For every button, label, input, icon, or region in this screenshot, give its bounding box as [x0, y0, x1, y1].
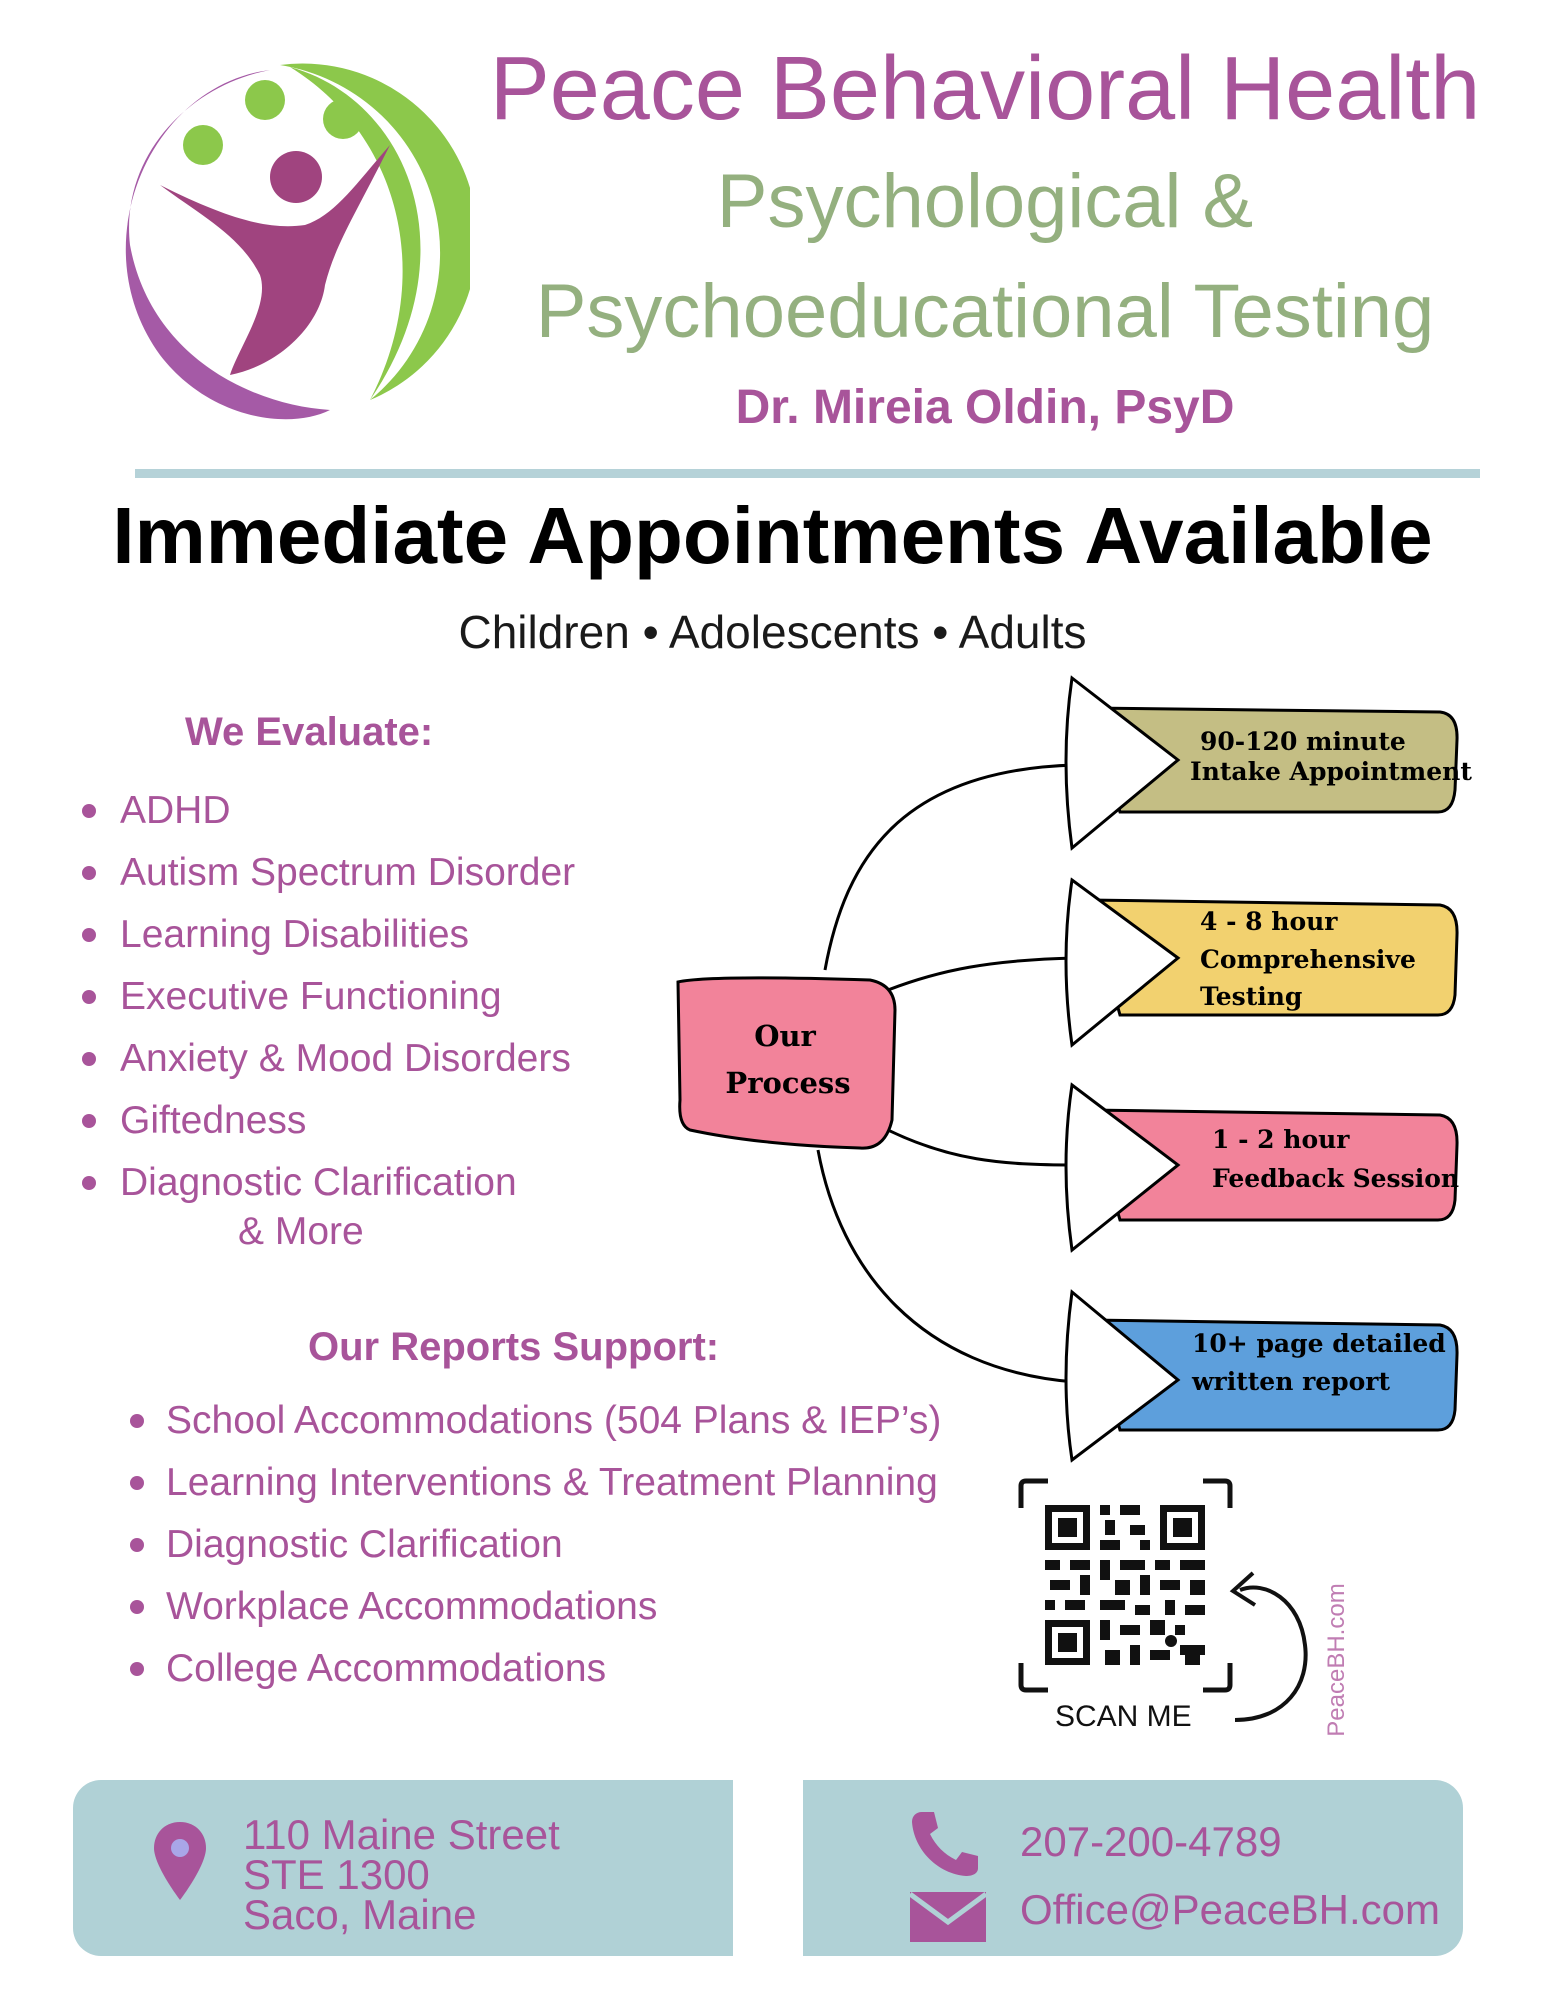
connector-line-1	[823, 763, 1076, 971]
website-vertical[interactable]: PeaceBH.com	[1323, 1583, 1350, 1737]
connector-line-2	[887, 956, 1076, 992]
reports-heading: Our Reports Support:	[308, 1325, 720, 1369]
curved-arrow-icon	[1229, 1571, 1308, 1722]
address-line2: STE 1300	[243, 1851, 430, 1898]
evaluate-item: Diagnostic Clarification	[81, 1152, 575, 1214]
process-step-4-box	[1085, 1318, 1459, 1432]
process-step-2-box	[1086, 898, 1459, 1017]
map-pin-icon	[154, 1822, 206, 1900]
process-center-line2: Process	[725, 1066, 850, 1100]
scan-me-label: SCAN ME	[1055, 1700, 1192, 1733]
brand-subtitle-line2: Psychoeducational Testing	[535, 269, 1435, 354]
doctor-name: Dr. Mireia Oldin, PsyD	[735, 381, 1235, 434]
process-step-4-line1: 10+ page detailed	[1192, 1329, 1446, 1358]
process-step-2-line1: 4 - 8 hour	[1200, 907, 1338, 936]
phone-icon	[912, 1812, 978, 1876]
evaluate-item: Giftedness	[81, 1090, 575, 1152]
reports-item: Diagnostic Clarification	[129, 1514, 941, 1576]
reports-item: Learning Interventions & Treatment Plann…	[129, 1452, 941, 1514]
address-line3: Saco, Maine	[243, 1891, 477, 1938]
process-step-1-box	[1085, 706, 1459, 814]
process-step-3-line2: Feedback Session	[1212, 1164, 1459, 1193]
evaluate-item: Anxiety & Mood Disorders	[81, 1028, 575, 1090]
evaluate-item: Executive Functioning	[81, 966, 575, 1028]
reports-item: School Accommodations (504 Plans & IEP’s…	[129, 1390, 941, 1452]
phone-number[interactable]: 207-200-4789	[1020, 1818, 1282, 1865]
address-line1: 110 Maine Street	[243, 1811, 560, 1858]
process-step-3-arrow	[1064, 1082, 1181, 1253]
evaluate-heading: We Evaluate:	[185, 710, 434, 754]
process-step-2-line2: Comprehensive	[1200, 945, 1416, 974]
process-step-4-line2: written report	[1191, 1367, 1390, 1396]
process-step-1-arrow	[1064, 675, 1181, 851]
peace-behavioral-health-logo	[125, 63, 470, 420]
evaluate-item: Autism Spectrum Disorder	[81, 842, 575, 904]
connector-line-4	[816, 1149, 1076, 1384]
process-step-1-line1: 90-120 minute	[1200, 727, 1406, 756]
process-center-line1: Our	[754, 1019, 816, 1053]
connector-line-3	[887, 1128, 1076, 1167]
brand-title: Peace Behavioral Health	[489, 39, 1481, 139]
headline: Immediate Appointments Available	[112, 491, 1433, 580]
process-step-2-arrow	[1064, 877, 1181, 1048]
audience-line: Children • Adolescents • Adults	[458, 606, 1087, 658]
process-step-3-box	[1085, 1108, 1459, 1222]
brand-subtitle-line1: Psychological &	[716, 159, 1254, 244]
process-step-1-line2: Intake Appointment	[1190, 757, 1472, 786]
reports-list: School Accommodations (504 Plans & IEP’s…	[129, 1390, 941, 1700]
process-step-4-arrow	[1064, 1289, 1181, 1463]
evaluate-item: ADHD	[81, 780, 575, 842]
process-center-node	[676, 976, 897, 1150]
evaluate-item: Learning Disabilities	[81, 904, 575, 966]
qr-code[interactable]	[1018, 1478, 1233, 1693]
reports-item: College Accommodations	[129, 1638, 941, 1700]
reports-item: Workplace Accommodations	[129, 1576, 941, 1638]
evaluate-list: ADHD Autism Spectrum Disorder Learning D…	[81, 780, 575, 1214]
evaluate-more: & More	[238, 1210, 364, 1253]
email-icon	[908, 1891, 988, 1942]
process-step-3-line1: 1 - 2 hour	[1212, 1125, 1350, 1154]
process-step-2-line3: Testing	[1200, 982, 1302, 1011]
divider-rule	[135, 469, 1480, 478]
email-address[interactable]: Office@PeaceBH.com	[1020, 1886, 1441, 1933]
